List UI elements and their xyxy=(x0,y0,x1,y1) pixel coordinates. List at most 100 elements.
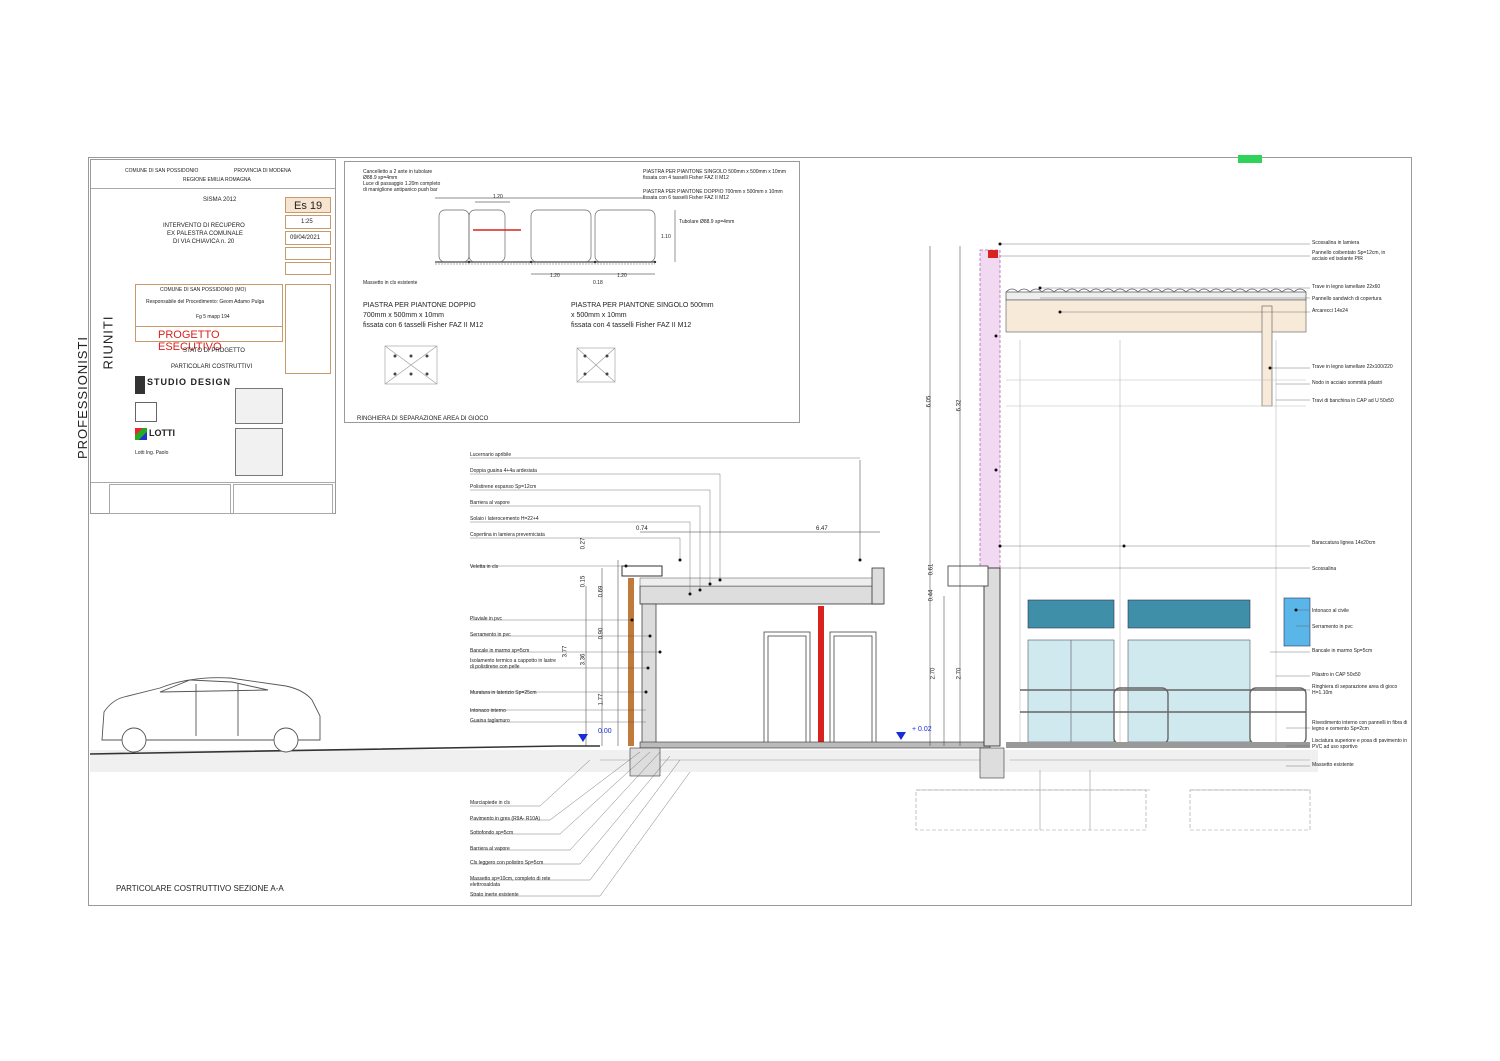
label-lisciatura: Lisciatura superiore e posa di pavimento… xyxy=(1312,738,1408,750)
label-travi-banchina: Travi di banchina in CAP ad U 50x50 xyxy=(1312,398,1394,404)
gate-note-1: Cancelletto a 2 ante in tubolare xyxy=(363,169,433,175)
label-arcarecci: Arcarecci 14x24 xyxy=(1312,308,1348,314)
gym-parapet xyxy=(947,565,989,587)
parapet-cap xyxy=(621,565,663,577)
gate-note-3: Luce di passaggio 1.20m completo xyxy=(363,181,441,187)
left-wall xyxy=(641,603,657,745)
car-outline xyxy=(101,677,321,753)
glulam-beam xyxy=(1005,299,1307,333)
sisma-label: SISMA 2012 xyxy=(203,197,237,203)
ground-hatch xyxy=(600,759,1311,831)
label-polistirene: Polistirene espanso Sp=12cm xyxy=(470,484,537,490)
plate-double-title-2: 700mm x 500mm x 10mm xyxy=(363,312,444,319)
dim-074: 0.74 xyxy=(636,526,648,532)
label-scossalina-lamiera: Scossalina in lamiera xyxy=(1312,240,1360,246)
dim-632: 6.32 xyxy=(956,399,963,412)
label-barriera-bottom: Barriera al vapore xyxy=(470,846,510,852)
stato-label: STATO DI PROGETTO xyxy=(183,348,245,354)
stamp-box xyxy=(285,284,331,374)
authority-header: COMUNE DI SAN POSSIDONIO PROVINCIA DI MO… xyxy=(91,160,335,189)
plate-double-title-1: PIASTRA PER PIANTONE DOPPIO xyxy=(363,302,476,309)
dim-270-b: 2.70 xyxy=(956,667,963,680)
dim-336: 3.36 xyxy=(580,653,587,666)
gym-roof xyxy=(1005,288,1307,746)
regione-label: REGIONE EMILIA ROMAGNA xyxy=(183,177,251,183)
comune-label: COMUNE DI SAN POSSIDONIO xyxy=(125,168,199,174)
lotti-logo: LOTTI xyxy=(135,426,185,446)
level-002: + 0.02 xyxy=(912,726,932,733)
dim-120-bottom-a: 1.20 xyxy=(550,273,560,279)
label-baraccatura: Baraccatura lignea 14x20cm xyxy=(1312,540,1376,546)
roof-corrugation xyxy=(1005,288,1307,293)
sheet-code-box: Es 19 xyxy=(285,197,331,213)
railing-posts xyxy=(467,260,657,264)
railing-elevation-drawing xyxy=(384,197,676,385)
studio-logo-text: STUDIO DESIGN xyxy=(147,377,232,387)
dim-015: 0.15 xyxy=(580,575,587,588)
dim-018: 0.18 xyxy=(593,280,603,286)
label-pluviale: Pluviale in pvc xyxy=(470,616,502,622)
level-marker-000 xyxy=(578,734,588,742)
detail-caption: RINGHIERA DI SEPARAZIONE AREA DI GIOCO xyxy=(357,416,489,422)
dim-069: 0.69 xyxy=(598,585,605,598)
label-pannello-coibentato: Pannello coibentato Sp=12cm, in acciaio … xyxy=(1312,250,1386,262)
dim-270-a: 2.70 xyxy=(930,667,937,680)
gate-note-4: di maniglione antipanico push bar xyxy=(363,187,438,193)
label-serramento-right: Serramento in pvc xyxy=(1312,624,1353,630)
left-footing xyxy=(629,747,661,777)
committente-box: COMUNE DI SAN POSSIDONIO (MO) Responsabi… xyxy=(135,284,283,332)
dim-120-top: 1.20 xyxy=(493,194,503,200)
lotti-name: Lotti Ing. Paolo xyxy=(135,450,169,456)
project-title-3: DI VIA CHIAVICA n. 20 xyxy=(173,239,235,245)
label-intonaco-civile: Intonaco al civile xyxy=(1312,608,1349,614)
dim-177: 1.77 xyxy=(598,693,605,706)
downpipe xyxy=(628,578,634,746)
label-barriera: Barriera al vapore xyxy=(470,500,510,506)
dim-110: 1.10 xyxy=(661,234,671,240)
green-marker xyxy=(1238,155,1262,163)
dim-605: 6.05 xyxy=(926,395,933,408)
label-isolamento: Isolamento termico a cappotto in lastre … xyxy=(470,658,556,670)
plate-plans xyxy=(384,345,616,385)
project-title-2: EX PALESTRA COMUNALE xyxy=(167,231,243,237)
red-column xyxy=(818,606,824,746)
footer-cell-1 xyxy=(109,484,231,514)
label-pavimento-gres: Pavimento in gres (R9A- R10A) xyxy=(470,816,541,822)
label-cls-leggero: Cls leggero con polistiro Sp=5cm xyxy=(470,860,544,866)
phase-box: PROGETTO ESECUTIVO xyxy=(135,326,283,353)
lotti-logo-text: LOTTI xyxy=(149,428,175,438)
gate-note-2: Ø88.9 sp=4mm xyxy=(363,175,398,181)
leader-dots xyxy=(624,242,1298,694)
phase-label: PROGETTO ESECUTIVO xyxy=(158,329,222,353)
label-marciapiede: Marciapiede in cls xyxy=(470,800,511,806)
signature-stamp-2 xyxy=(235,428,283,476)
project-title-1: INTERVENTO DI RECUPERO xyxy=(163,223,245,229)
label-pannello-sandwich: Pannello sandwich di copertura xyxy=(1312,296,1382,302)
label-trave-22x60: Trave in legno lamellare 22x60 xyxy=(1312,284,1381,290)
studio-logo: STUDIO DESIGN xyxy=(135,374,235,396)
label-guaina-taglamuro: Guaina taglamuro xyxy=(470,718,510,724)
floor-slab xyxy=(639,741,991,749)
label-copertina: Copertina in lamiera preverniciata xyxy=(470,532,545,538)
plate-single-title-2: x 500mm x 10mm xyxy=(571,312,627,319)
label-rivestimento: Rivestimento interno con pannelli in fib… xyxy=(1312,720,1408,732)
dim-090: 0.90 xyxy=(598,627,605,640)
roof-insulation xyxy=(639,577,883,587)
railing-detail-box: Cancelletto a 2 ante in tubolare Ø88.9 s… xyxy=(344,161,800,423)
drawing-sheet-frame xyxy=(88,157,1412,906)
gym-wall-lower xyxy=(983,567,1001,747)
label-ringhiera: Ringhiera di separazione area di gioco H… xyxy=(1312,684,1398,696)
road-profile xyxy=(89,745,600,755)
label-nodo-acciaio: Nodo in acciaio sommità pilastri xyxy=(1312,380,1383,386)
massetto-note: Massetto in cls esistente xyxy=(363,280,418,286)
plate-single-note-1: PIASTRA PER PIANTONE SINGOLO 500mm x 500… xyxy=(643,169,787,175)
right-footing xyxy=(979,747,1005,779)
label-massetto-esistente: Massetto esistente xyxy=(1312,762,1354,768)
gym-floor xyxy=(1006,742,1310,748)
label-pilastro: Pilastro in CAP 50x50 xyxy=(1312,672,1361,678)
section-caption: PARTICOLARE COSTRUTTIVO SEZIONE A-A xyxy=(116,884,284,893)
signature-stamp-1 xyxy=(235,388,283,424)
anchor-bolts xyxy=(393,354,609,376)
lotti-logo-mark xyxy=(135,428,147,440)
label-strato-inerte: Strato inerte esistente xyxy=(470,892,519,898)
